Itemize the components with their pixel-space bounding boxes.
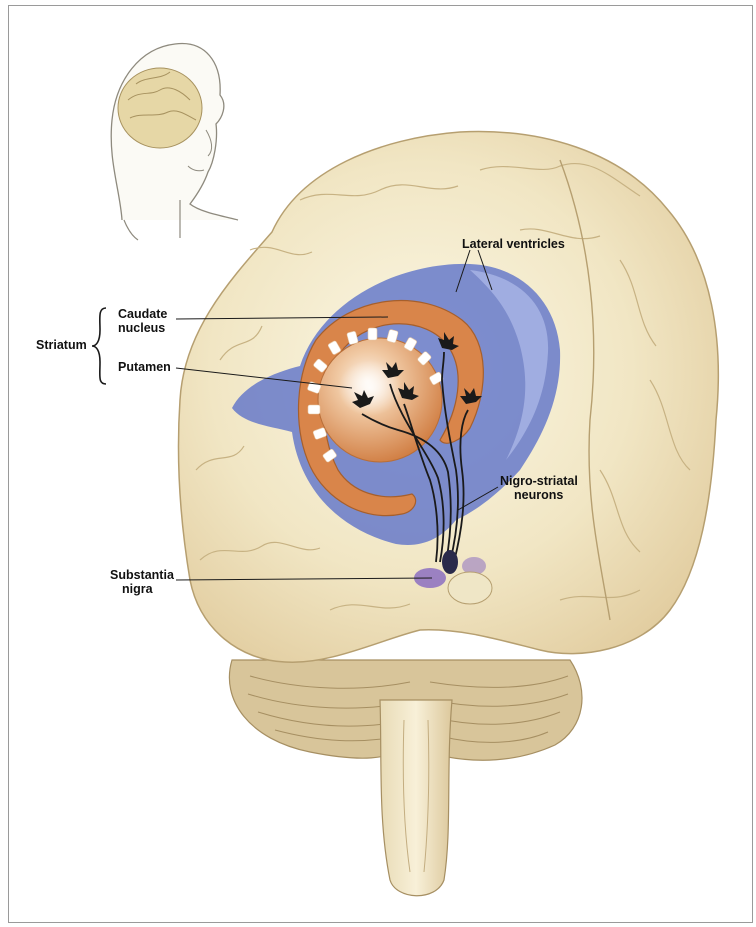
label-substantia-line2: nigra (110, 582, 174, 596)
label-nigro-striatal-neurons: Nigro-striatal neurons (500, 474, 578, 502)
label-caudate-line2: nucleus (118, 321, 167, 335)
head-inset (111, 44, 238, 240)
label-nigro-line1: Nigro-striatal (500, 474, 578, 488)
brainstem (380, 700, 452, 896)
label-caudate-nucleus: Caudate nucleus (118, 307, 167, 335)
label-nigro-line2: neurons (500, 488, 578, 502)
label-caudate-line1: Caudate (118, 307, 167, 321)
label-striatum: Striatum (36, 338, 87, 352)
label-substantia-line1: Substantia (110, 568, 174, 582)
striatum-bracket (92, 308, 106, 384)
label-substantia-nigra: Substantia nigra (110, 568, 174, 596)
label-lateral-ventricles: Lateral ventricles (462, 237, 565, 251)
label-putamen: Putamen (118, 360, 171, 374)
